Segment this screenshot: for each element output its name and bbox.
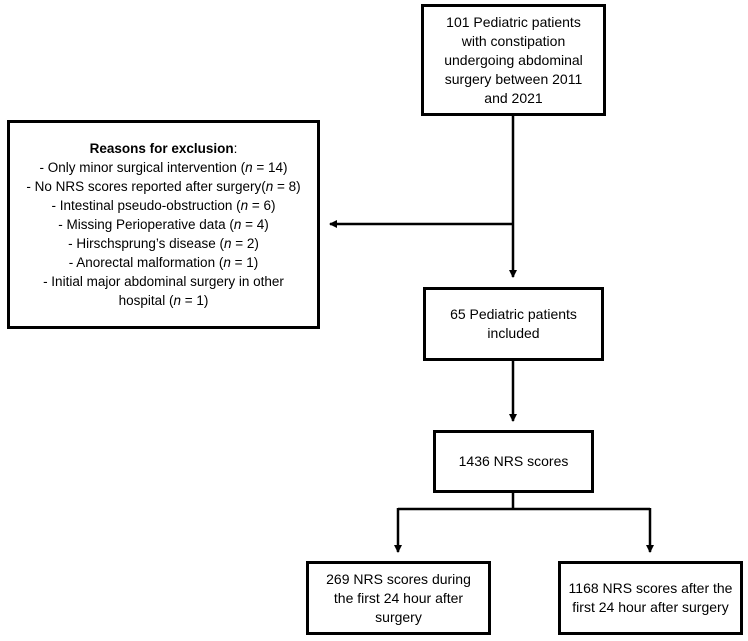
after24-line: first 24 hour after surgery — [572, 599, 729, 615]
start-line: surgery between 2011 — [444, 70, 583, 87]
start-line: undergoing abdominal — [444, 51, 583, 68]
start-line: and 2021 — [484, 89, 543, 106]
scores-box: 1436 NRS scores — [433, 430, 594, 493]
start-box: 101 Pediatric patients with constipation… — [421, 4, 606, 116]
scores-line: 1436 NRS scores — [458, 453, 569, 469]
exclusion-item: - No NRS scores reported after surgery(n… — [26, 179, 301, 194]
after24-box: 1168 NRS scores after the first 24 hour … — [558, 561, 743, 635]
exclusion-item: - Only minor surgical intervention (n = … — [39, 160, 288, 175]
exclusion-item: - Anorectal malformation (n = 1) — [68, 255, 259, 270]
start-line: with constipation — [461, 32, 566, 49]
after24-line: 1168 NRS scores after the — [568, 580, 733, 596]
exclusion-title: Reasons for exclusion — [89, 141, 234, 156]
included-line: 65 Pediatric patients — [450, 306, 577, 322]
included-box: 65 Pediatric patients included — [423, 287, 604, 361]
exclusion-box: Reasons for exclusion: - Only minor surg… — [7, 120, 320, 329]
first24-line: the first 24 hour after — [333, 589, 464, 606]
exclusion-title-line: Reasons for exclusion: — [90, 139, 238, 158]
first24-line: 269 NRS scores during — [326, 570, 471, 587]
exclusion-item: - Initial major abdominal surgery in oth… — [43, 274, 284, 289]
included-line: included — [487, 325, 540, 341]
exclusion-item: - Hirschsprung’s disease (n = 2) — [68, 236, 259, 251]
exclusion-item: - Intestinal pseudo-obstruction (n = 6) — [51, 198, 276, 213]
first24-line: surgery — [375, 608, 422, 625]
exclusion-item: - Missing Perioperative data (n = 4) — [58, 217, 269, 232]
start-line: 101 Pediatric patients — [446, 13, 581, 30]
first24-box: 269 NRS scores during the first 24 hour … — [306, 561, 491, 635]
exclusion-item: hospital (n = 1) — [118, 293, 209, 308]
exclusion-title-suffix: : — [233, 141, 238, 156]
